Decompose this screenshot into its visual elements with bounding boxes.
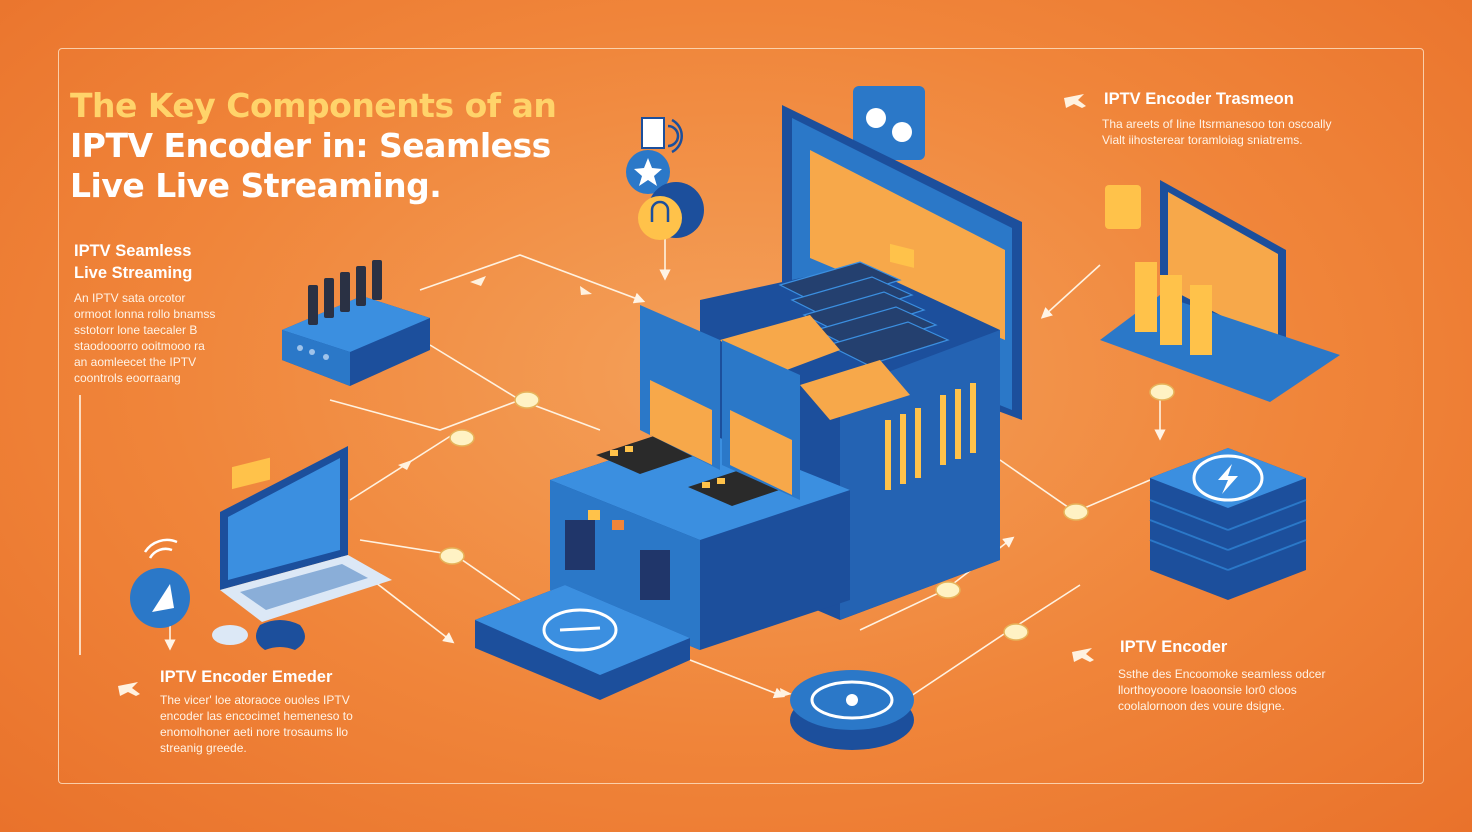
border-frame — [58, 48, 1424, 784]
connector-node — [449, 429, 475, 447]
body-line: An IPTV sata orcotor — [74, 291, 186, 305]
body-line: sstotorr lone taecaler B — [74, 323, 198, 337]
title-line-2: IPTV Encoder in: Seamless — [70, 126, 551, 165]
callout-left-top-body: An IPTV sata orcotor ormoot lonna rollo … — [74, 290, 274, 386]
connector-node — [1003, 623, 1029, 641]
arrow-icon — [398, 460, 412, 470]
connector-node — [1149, 383, 1175, 401]
callout-bottom-right-body: Ssthe des Encoomoke seamless odcer llort… — [1118, 666, 1378, 714]
airplane-icon — [1072, 648, 1094, 662]
refresh-icon — [542, 608, 618, 652]
media-disc — [790, 670, 914, 750]
body-line: ormoot lonna rollo bnamss — [74, 307, 216, 321]
router-box — [475, 585, 690, 700]
body-line: llorthoyooore loaoonsie lor0 cloos — [1118, 683, 1297, 697]
connector-node — [1063, 503, 1089, 521]
heading-line-1: IPTV Seamless — [74, 242, 192, 260]
body-line: Ssthe des Encoomoke seamless odcer — [1118, 667, 1326, 681]
body-line: Vialt iihosterear toramloiag sniatrems. — [1102, 133, 1303, 147]
arrow-icon — [580, 286, 592, 295]
body-line: The vicer' loe atoraoce ouoles IPTV — [160, 693, 350, 707]
heading-line-2: Live Streaming — [74, 264, 193, 282]
bell-icon — [641, 117, 683, 154]
headset-icon — [638, 182, 704, 240]
arrow-icon — [470, 276, 486, 286]
callout-top-right-body: Tha areets of Iine Itsrmanesoo ton oscoa… — [1102, 116, 1402, 148]
display-panels — [640, 305, 800, 500]
connector-node — [935, 581, 961, 599]
body-line: encoder las encocimet hemeneso to — [160, 709, 353, 723]
connector-node — [514, 391, 540, 409]
mouse-device — [212, 620, 305, 650]
body-line: coolalornoon des voure dsigne. — [1118, 699, 1285, 713]
lightning-server — [1149, 448, 1307, 600]
satellite-icon — [130, 538, 190, 628]
laptop-device — [220, 446, 392, 622]
airplane-icon — [118, 682, 140, 696]
body-line: an aomleecet the IPTV — [74, 355, 197, 369]
callout-bottom-left-body: The vicer' loe atoraoce ouoles IPTV enco… — [160, 692, 420, 756]
title-line-1: The Key Components of an — [70, 86, 557, 125]
body-line: streanig greede. — [160, 741, 247, 755]
callout-bottom-left-heading: IPTV Encoder Emeder — [160, 668, 333, 686]
lightning-icon — [1192, 454, 1264, 502]
connector-node — [439, 547, 465, 565]
body-line: Tha areets of Iine Itsrmanesoo ton oscoa… — [1102, 117, 1332, 131]
star-icon — [626, 150, 670, 194]
body-line: staodooorro ooitmooo ra — [74, 339, 205, 353]
body-line: enomolhoner aeti nore trosaums llo — [160, 725, 349, 739]
arrow-icon — [780, 688, 792, 697]
title-line-3: Live Live Streaming. — [70, 166, 442, 205]
page-title: The Key Components of an IPTV Encoder in… — [70, 86, 590, 206]
callout-left-top-heading: IPTV Seamless Live Streaming — [74, 240, 192, 284]
connector-nodes — [439, 383, 1175, 641]
body-line: coontrols eoorraang — [74, 371, 181, 385]
audio-mixer-device — [282, 260, 430, 386]
callout-top-right-heading: IPTV Encoder Trasmeon — [1104, 90, 1294, 108]
chat-bubble-icon — [1105, 185, 1141, 229]
callout-bottom-right-heading: IPTV Encoder — [1120, 638, 1228, 656]
right-laptop-device — [1100, 180, 1340, 402]
airplane-icon — [1064, 94, 1086, 108]
